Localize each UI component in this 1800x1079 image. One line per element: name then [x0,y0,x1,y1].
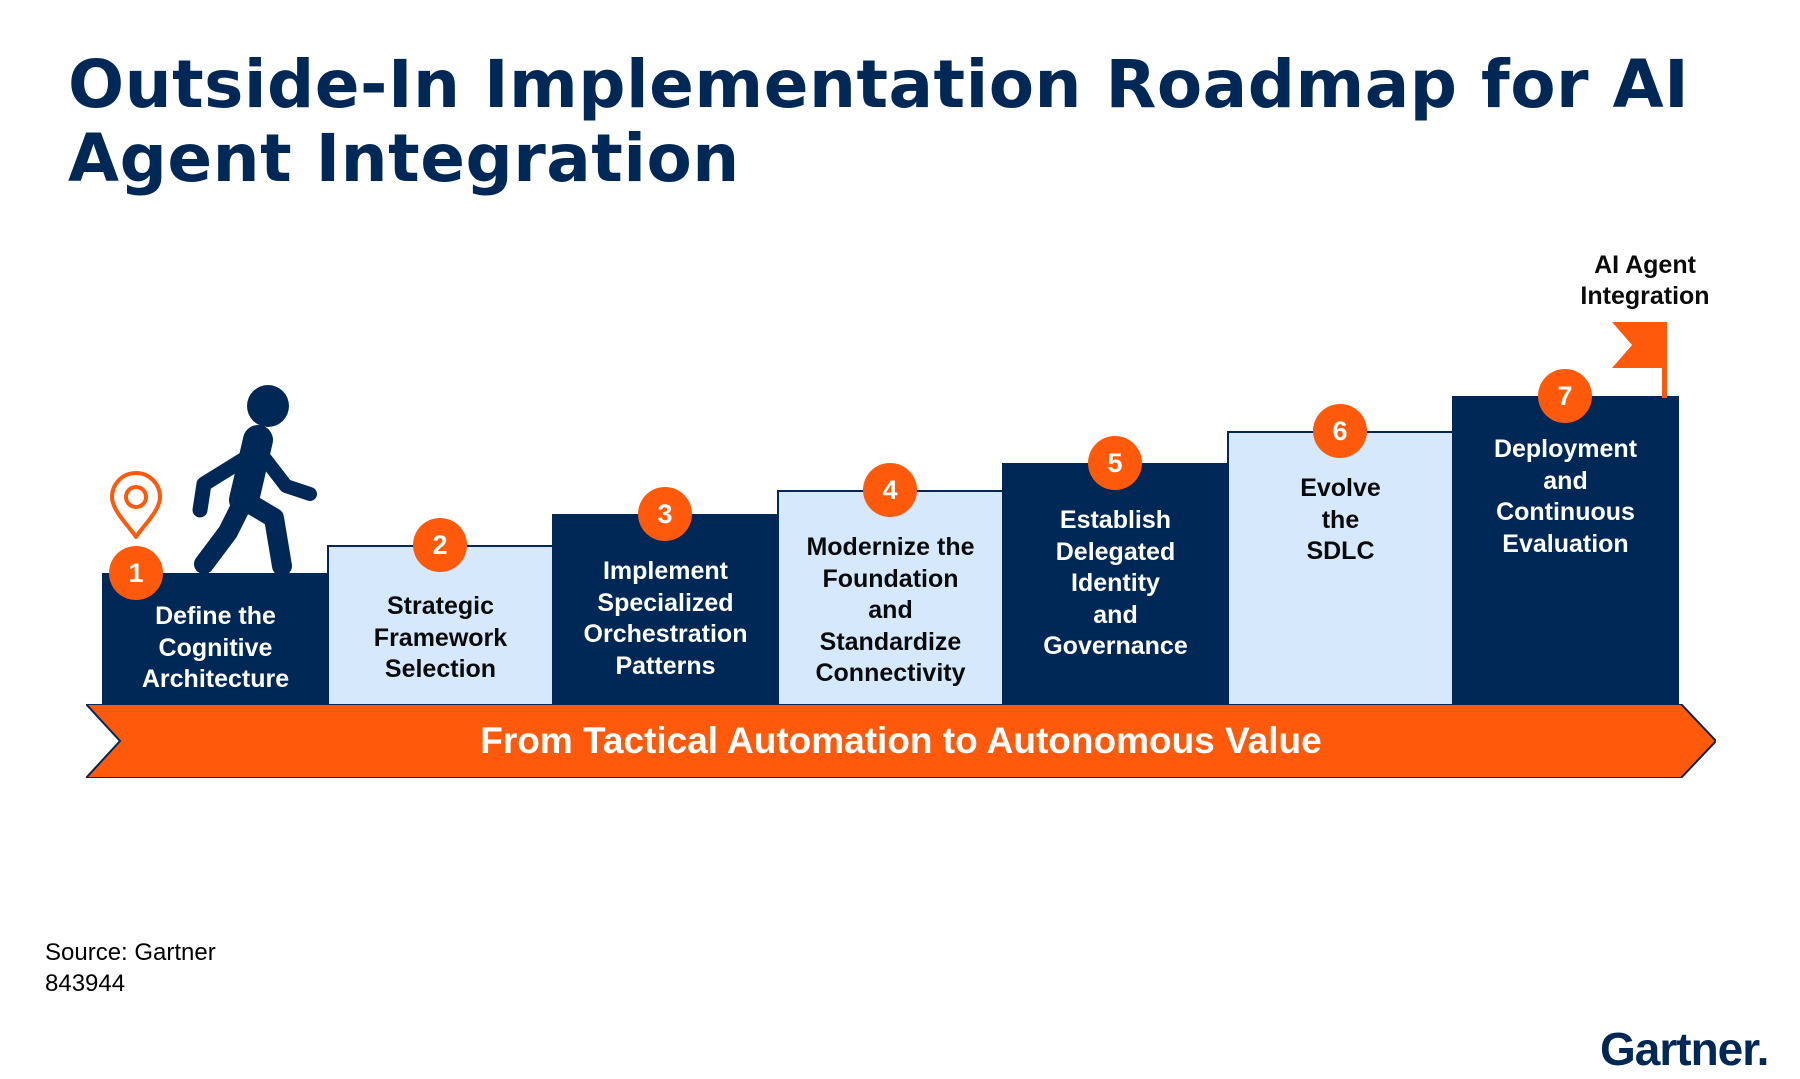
banner-arrow: From Tactical Automation to Autonomous V… [86,704,1716,778]
step-label: Evolve the SDLC [1300,474,1381,565]
step-number-badge: 7 [1538,369,1592,423]
source-line: Source: Gartner [45,939,216,966]
step-6-block: Evolve the SDLC [1227,431,1454,708]
step-1-block: Define the Cognitive Architecture [102,573,329,708]
flag-icon [1612,322,1667,398]
step-label: Establish Delegated Identity and Governa… [1043,506,1188,660]
step-2-block: Strategic Framework Selection [327,545,554,708]
step-label: Strategic Framework Selection [373,592,508,683]
step-label: Implement Specialized Orchestration Patt… [583,557,748,680]
banner-label: From Tactical Automation to Autonomous V… [480,720,1322,761]
walking-person-icon [192,385,317,574]
step-7-block: Deployment and Continuous Evaluation [1452,396,1679,708]
step-number-badge: 2 [413,518,467,572]
step-label: Modernize the Foundation and Standardize… [806,533,975,687]
step-number-badge: 3 [638,487,692,541]
step-3-block: Implement Specialized Orchestration Patt… [552,514,779,708]
banner-arrow-shape [86,704,1716,778]
step-5-block: Establish Delegated Identity and Governa… [1002,463,1229,708]
step-number-badge: 1 [109,546,163,600]
goal-label: AI Agent Integration [1580,251,1710,310]
document-id: 843944 [45,970,126,997]
gartner-logo: Gartner. [1600,1023,1769,1075]
step-4-block: Modernize the Foundation and Standardize… [777,490,1004,708]
step-label: Define the Cognitive Architecture [141,602,290,693]
source-note: Source: Gartner 843944 [45,937,216,999]
step-number-badge: 4 [863,463,917,517]
location-pin-icon [110,471,162,539]
step-number-badge: 5 [1088,436,1142,490]
step-label: Deployment and Continuous Evaluation [1493,435,1638,558]
slide-title: Outside-In Implementation Roadmap for AI… [68,46,1690,197]
step-number-badge: 6 [1313,404,1367,458]
